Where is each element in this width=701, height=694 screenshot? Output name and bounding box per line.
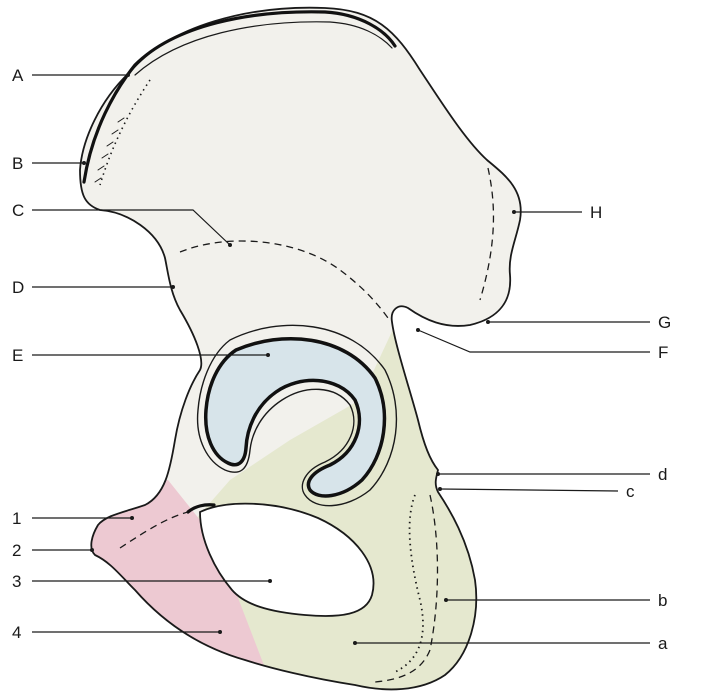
leader-dot-right-3 — [436, 472, 440, 476]
leader-dot-right-0 — [512, 210, 516, 214]
labels-group: A B C D E 1 2 3 4 H GFd c b a — [12, 66, 671, 653]
ischial-tuberosity-dotted — [394, 494, 424, 673]
leader-dot-right-2 — [416, 328, 420, 332]
leader-dot-left-3 — [171, 285, 175, 289]
label-right-5: b — [658, 591, 667, 610]
leader-right-2 — [417, 329, 650, 353]
leader-dot-right-1 — [486, 320, 490, 324]
label-left-8: 4 — [12, 623, 21, 642]
leader-left-2 — [32, 209, 231, 246]
leader-dot-left-7 — [268, 579, 272, 583]
gluteal-line-posterior — [479, 167, 495, 301]
leader-dot-right-5 — [444, 598, 448, 602]
label-right-1: G — [658, 313, 671, 332]
label-left-3: D — [12, 278, 24, 297]
label-left-5: 1 — [12, 509, 21, 528]
label-right-4: c — [626, 482, 635, 501]
leader-dot-right-4 — [438, 487, 442, 491]
label-right-6: a — [658, 634, 668, 653]
label-right-2: F — [658, 343, 668, 362]
iliac-crest-line — [82, 10, 397, 184]
obturator-crest-thick — [186, 503, 216, 514]
leader-dot-left-0 — [126, 73, 130, 77]
acetabulum-rim — [196, 324, 398, 507]
ischial-tuberosity-dashed — [374, 494, 439, 683]
leader-lines — [32, 73, 650, 645]
iliac-crest-inner-line — [134, 21, 393, 76]
lunate-surface — [203, 337, 387, 498]
label-left-4: E — [12, 346, 23, 365]
hip-bone-outline — [79, 6, 522, 691]
leader-dot-left-5 — [130, 516, 134, 520]
label-left-2: C — [12, 201, 24, 220]
pubic-dashed-line — [119, 511, 189, 549]
crest-ticks — [94, 117, 125, 183]
leader-dot-left-1 — [82, 161, 86, 165]
label-left-7: 3 — [12, 572, 21, 591]
label-right-0: H — [590, 203, 602, 222]
label-right-3: d — [658, 465, 667, 484]
crest-hatching — [99, 79, 151, 186]
leader-right-4 — [439, 488, 619, 492]
leader-dot-left-8 — [218, 630, 222, 634]
label-left-1: B — [12, 154, 23, 173]
label-left-6: 2 — [12, 541, 21, 560]
leader-dot-left-2 — [228, 243, 232, 247]
leader-dot-right-6 — [353, 641, 357, 645]
gluteal-line-anterior — [179, 240, 389, 319]
obturator-foramen — [199, 502, 375, 617]
leader-dot-left-6 — [90, 548, 94, 552]
leader-dot-left-4 — [266, 353, 270, 357]
label-left-0: A — [12, 66, 24, 85]
